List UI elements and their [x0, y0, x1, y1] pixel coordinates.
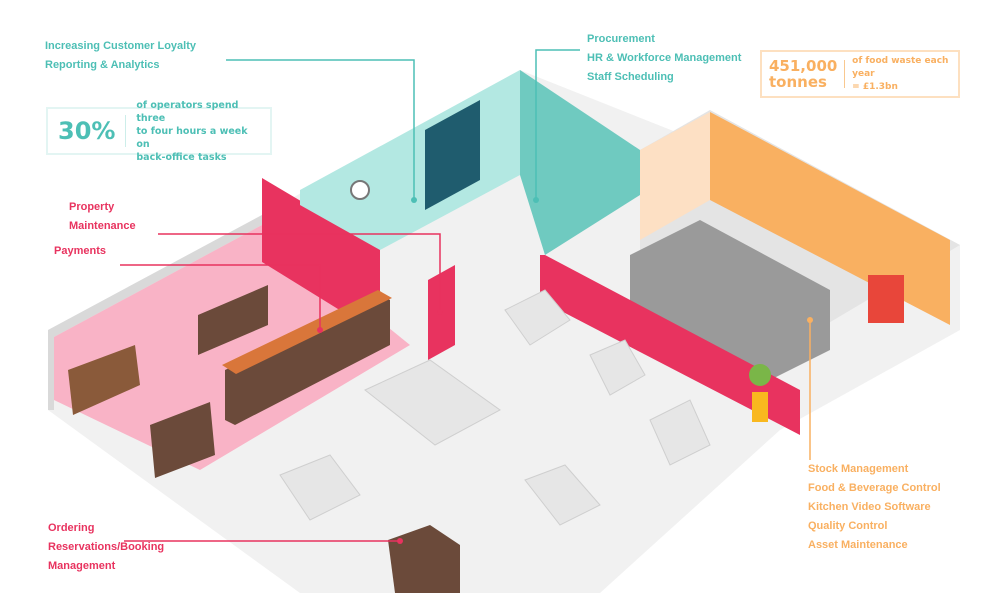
stat-line: back-office tasks — [136, 151, 227, 163]
label-payments: Payments — [54, 245, 106, 257]
office-side-wall — [520, 70, 640, 255]
stat-line: = £1.3bn — [852, 81, 898, 92]
front-desk-labels: Ordering Reservations/Booking Management — [48, 519, 164, 576]
leader-lines — [120, 49, 811, 542]
label-stock-management: Stock Management — [808, 463, 909, 475]
leader-dots — [317, 197, 813, 544]
food-waste-stat-box: 451,000 tonnes of food waste each year =… — [760, 50, 960, 98]
label-procurement: Procurement — [587, 33, 655, 45]
office-door — [425, 100, 480, 210]
label-asset-maintenance: Asset Maintenance — [808, 539, 908, 551]
dining-divider-wall — [540, 255, 800, 435]
label-kitchen-video: Kitchen Video Software — [808, 501, 931, 513]
food-waste-stat-text: of food waste each year = £1.3bn — [852, 55, 951, 94]
label-ordering: Ordering — [48, 522, 95, 534]
label-reporting-analytics: Reporting & Analytics — [45, 59, 160, 71]
side-table — [68, 345, 140, 415]
kitchen-counter — [630, 220, 830, 385]
label-reservations: Reservations/Booking — [48, 541, 165, 553]
label-food-beverage: Food & Beverage Control — [808, 482, 941, 494]
label-staff-scheduling: Staff Scheduling — [587, 71, 674, 83]
reception-desk — [388, 525, 460, 593]
kitchen-labels: Stock Management Food & Beverage Control… — [808, 460, 941, 555]
bar-wall — [262, 178, 380, 335]
divider — [125, 115, 127, 147]
divider — [844, 60, 846, 88]
label-management: Management — [48, 560, 116, 572]
plant-icon — [749, 364, 771, 386]
kitchen-back-wall — [640, 112, 710, 240]
property-labels: Property Maintenance — [69, 198, 136, 236]
stat-line: of food waste each year — [852, 55, 949, 79]
operators-stat-value: 30% — [58, 117, 116, 145]
label-hr-workforce: HR & Workforce Management — [587, 52, 742, 64]
kitchen-side-wall — [710, 112, 950, 325]
clock-icon — [350, 180, 370, 200]
back-office-labels: Procurement HR & Workforce Management St… — [587, 30, 741, 87]
label-quality-control: Quality Control — [808, 520, 888, 532]
bar-counter-top — [222, 290, 392, 374]
operators-stat-box: 30% of operators spend three to four hou… — [46, 100, 272, 163]
stat-value-line: 451,000 — [769, 57, 838, 75]
operators-stat-text: of operators spend three to four hours a… — [136, 99, 260, 164]
bar-table — [150, 402, 215, 478]
tomato-crates — [868, 275, 904, 323]
dining-tables — [279, 289, 711, 526]
stat-line: of operators spend three — [136, 99, 239, 124]
label-maintenance: Maintenance — [69, 220, 136, 232]
back-bar-shelf — [198, 285, 268, 355]
label-customer-loyalty: Increasing Customer Loyalty — [45, 40, 196, 52]
bar-counter — [225, 295, 390, 425]
stat-value-line: tonnes — [769, 73, 827, 91]
food-waste-stat-value: 451,000 tonnes — [769, 58, 837, 90]
front-office-labels: Increasing Customer Loyalty Reporting & … — [45, 37, 196, 75]
plant-pot — [752, 392, 768, 422]
label-property: Property — [69, 201, 115, 213]
stat-line: to four hours a week on — [136, 125, 248, 150]
